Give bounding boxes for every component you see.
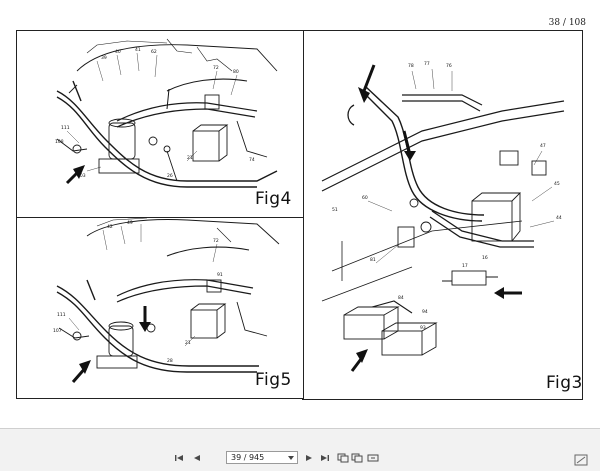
svg-text:42: 42 (107, 224, 113, 230)
svg-text:78: 78 (408, 63, 414, 69)
document-page: 38 / 108 (16, 18, 586, 400)
figure-panel-fig4: 39 40 41 62 72 80 111 108 21 103 26 74 Fig4 (16, 30, 304, 218)
svg-text:44: 44 (556, 215, 562, 221)
svg-text:49: 49 (127, 220, 133, 226)
svg-text:41: 41 (135, 47, 141, 53)
prev-page-icon[interactable] (190, 451, 204, 465)
svg-text:111: 111 (61, 125, 70, 131)
svg-text:72: 72 (213, 65, 219, 71)
corner-icon[interactable] (574, 451, 588, 466)
svg-text:21: 21 (185, 340, 191, 346)
last-page-icon[interactable] (318, 451, 332, 465)
svg-text:94: 94 (422, 309, 428, 315)
page-number: 38 / 108 (548, 18, 586, 28)
svg-text:80: 80 (233, 69, 239, 75)
svg-text:17: 17 (462, 263, 468, 269)
svg-text:45: 45 (554, 181, 560, 187)
svg-text:60: 60 (362, 195, 368, 201)
svg-text:21: 21 (187, 155, 193, 161)
svg-text:93: 93 (420, 325, 426, 331)
svg-text:51: 51 (332, 207, 338, 213)
svg-text:40: 40 (115, 49, 121, 55)
svg-text:111: 111 (57, 312, 66, 318)
svg-text:28: 28 (167, 358, 173, 364)
next-page-icon[interactable] (302, 451, 316, 465)
chevron-down-icon[interactable] (288, 456, 294, 460)
fig4-drawing: 39 40 41 62 72 80 111 108 21 103 26 74 (55, 38, 278, 188)
svg-text:76: 76 (446, 63, 452, 69)
svg-text:39: 39 (101, 55, 107, 61)
figure-panel-fig5: 42 49 72 111 107 21 28 91 Fig5 (16, 216, 304, 399)
svg-text:91: 91 (217, 272, 223, 278)
viewer-toolbar: 39 / 945 (0, 428, 600, 471)
svg-text:16: 16 (482, 255, 488, 261)
first-page-icon[interactable] (172, 451, 186, 465)
svg-text:47: 47 (540, 143, 546, 149)
svg-text:62: 62 (151, 49, 157, 55)
svg-text:84: 84 (398, 295, 404, 301)
svg-text:26: 26 (167, 173, 173, 179)
export-icon[interactable] (366, 451, 380, 465)
fig5-drawing: 42 49 72 111 107 21 28 91 (53, 217, 280, 383)
svg-text:74: 74 (249, 157, 255, 163)
page-indicator-field[interactable]: 39 / 945 (226, 451, 298, 464)
figure-label-fig4: Fig4 (255, 189, 292, 209)
copy-icon[interactable] (350, 451, 364, 465)
svg-text:77: 77 (424, 61, 430, 67)
fig3-drawing: 78 77 76 47 45 44 60 81 17 16 94 93 84 51 (321, 61, 565, 372)
figure-panel-fig3: 78 77 76 47 45 44 60 81 17 16 94 93 84 51 Fig3 (302, 30, 583, 400)
svg-text:107: 107 (53, 328, 62, 334)
svg-text:103: 103 (77, 173, 86, 179)
svg-text:72: 72 (213, 238, 219, 244)
page-indicator-text: 39 / 945 (231, 453, 265, 462)
figure-label-fig3: Fig3 (546, 373, 583, 393)
svg-text:108: 108 (55, 139, 64, 145)
figure-label-fig5: Fig5 (255, 370, 292, 390)
back-icon[interactable] (336, 451, 350, 465)
svg-text:81: 81 (370, 257, 376, 263)
